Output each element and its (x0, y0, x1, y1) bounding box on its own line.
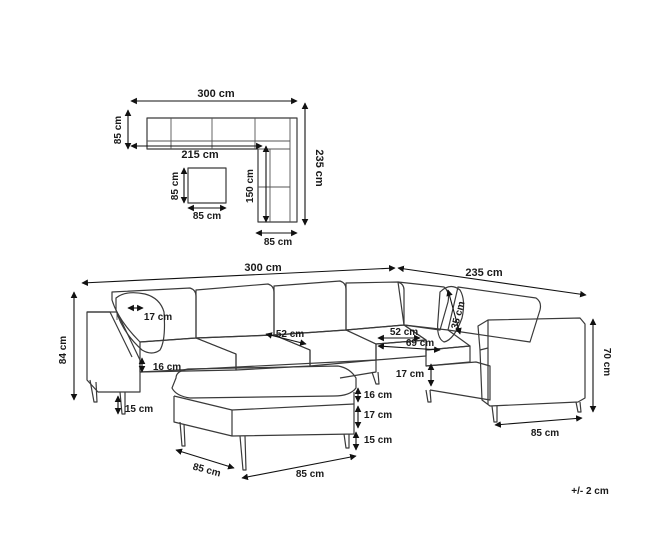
ottoman-legs: 15 cm (364, 435, 392, 446)
back-cushion-5 (447, 286, 542, 343)
plan-ottoman-height: 85 cm (170, 172, 181, 200)
tolerance-note: +/- 2 cm (571, 486, 609, 497)
plan-chaise-width: 85 cm (264, 237, 292, 248)
base-front (139, 359, 377, 379)
ottoman-depth: 85 cm (192, 462, 222, 480)
dim-line (81, 264, 396, 287)
dim-line (241, 453, 357, 481)
leg-height-right: 17 cm (396, 369, 424, 380)
plan-view: 300 cm 85 cm 215 cm 235 cm 150 cm 85 cm … (113, 88, 325, 248)
ottoman-edge (173, 395, 355, 411)
plan-inner-width: 215 cm (181, 149, 219, 161)
plan-depth: 85 cm (113, 116, 124, 144)
back-cushion-4 (397, 281, 450, 331)
ottoman-leg (239, 435, 247, 471)
right-arm-edge (479, 347, 489, 351)
sofa-leg (371, 371, 380, 385)
left-armrest-top (87, 311, 133, 358)
sofa-leg (89, 379, 98, 403)
seat-width: 69 cm (406, 338, 434, 349)
right-armrest (477, 317, 586, 407)
ottoman-width: 85 cm (296, 469, 324, 480)
ottoman-cushion: 16 cm (364, 390, 392, 401)
sofa-length: 235 cm (465, 267, 503, 279)
depth-right: 85 cm (531, 428, 559, 439)
ottoman-base (173, 392, 355, 437)
plan-sofa-outline (146, 117, 298, 223)
ottoman-base-height: 17 cm (364, 410, 392, 421)
sofa-width: 300 cm (244, 262, 282, 274)
plan-chaise-inner: 150 cm (245, 169, 256, 203)
base-front-right (425, 361, 491, 401)
left-armrest (86, 311, 141, 393)
back-cushion-3 (273, 280, 347, 336)
sofa-leg (425, 389, 432, 403)
left-pillow (115, 292, 166, 354)
plan-ottoman-width: 85 cm (193, 211, 221, 222)
plan-top-width: 300 cm (197, 88, 235, 100)
seat-depth-right: 52 cm (390, 327, 418, 338)
dim-line (175, 448, 235, 470)
ottoman-leg (343, 433, 350, 449)
sofa-perspective: 300 cm 235 cm 84 cm 70 cm 17 cm 52 cm 52… (58, 262, 612, 481)
plan-ottoman (187, 167, 227, 204)
sofa-leg (575, 401, 582, 413)
leg-height-left: 15 cm (125, 404, 153, 415)
seat-thickness: 16 cm (153, 362, 181, 373)
armrest-width: 17 cm (144, 312, 172, 323)
dim-line (265, 332, 307, 346)
dim-line (494, 415, 583, 428)
sofa-leg (491, 405, 498, 423)
ottoman-leg (179, 421, 186, 447)
sofa-height: 84 cm (58, 336, 69, 364)
back-cushion-corner (345, 281, 405, 331)
dim-line (397, 265, 587, 298)
seat-depth-left: 52 cm (276, 329, 304, 340)
dim-line (446, 289, 462, 335)
back-cushion-2 (195, 283, 275, 339)
sofa-height-right: 70 cm (601, 348, 612, 376)
plan-total-length: 235 cm (313, 149, 325, 187)
dim-line (377, 343, 441, 353)
